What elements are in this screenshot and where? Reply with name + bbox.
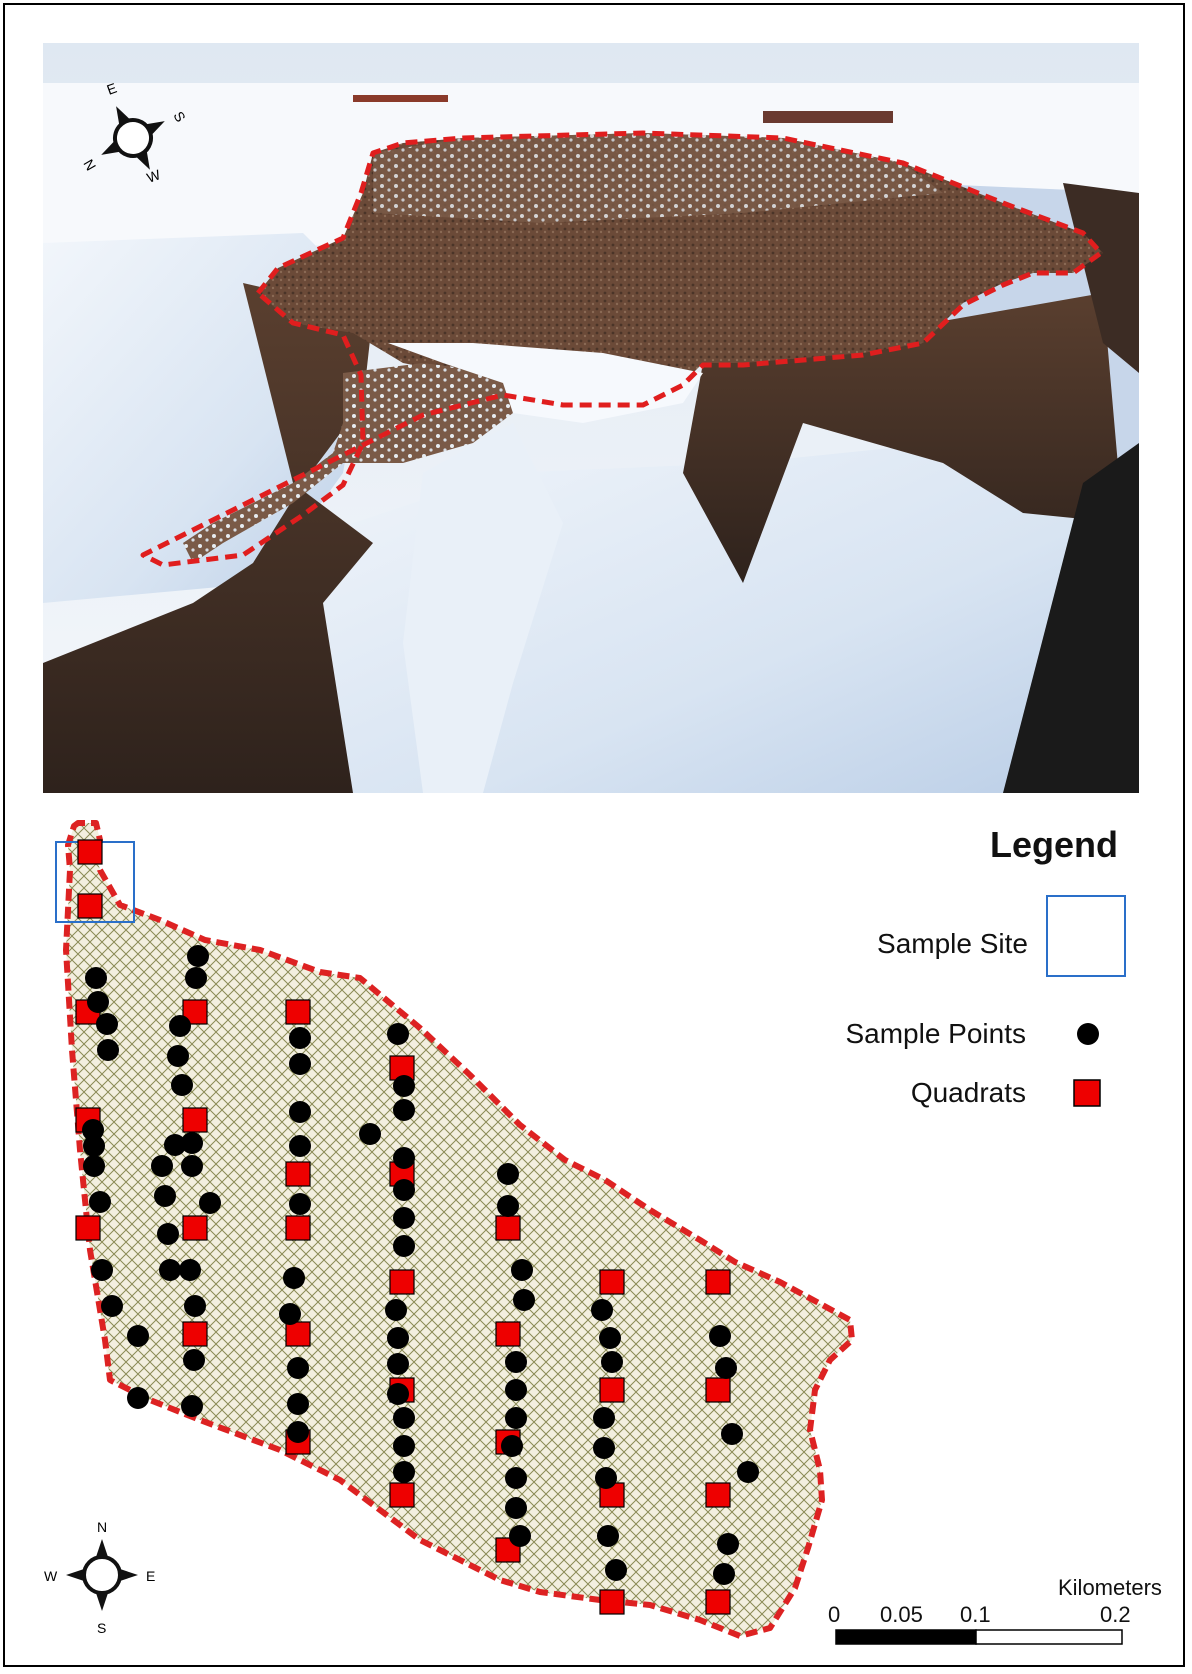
scale-tick-0: 0 <box>828 1602 841 1627</box>
legend-title: Legend <box>990 824 1119 865</box>
scale-tick-0-05: 0.05 <box>880 1602 923 1627</box>
photo-compass-w: W <box>145 166 164 186</box>
legend-label-sample-site: Sample Site <box>877 928 1028 959</box>
legend-label-sample-points: Sample Points <box>845 1018 1026 1049</box>
photo-compass-icon <box>101 106 165 170</box>
legend-label-quadrats: Quadrats <box>910 1077 1026 1108</box>
scale-tick-0-1: 0.1 <box>960 1602 991 1627</box>
scale-tick-0-2: 0.2 <box>1100 1602 1131 1627</box>
aerial-photo: E S W N <box>43 43 1139 793</box>
scale-unit: Kilometers <box>1058 1575 1162 1600</box>
